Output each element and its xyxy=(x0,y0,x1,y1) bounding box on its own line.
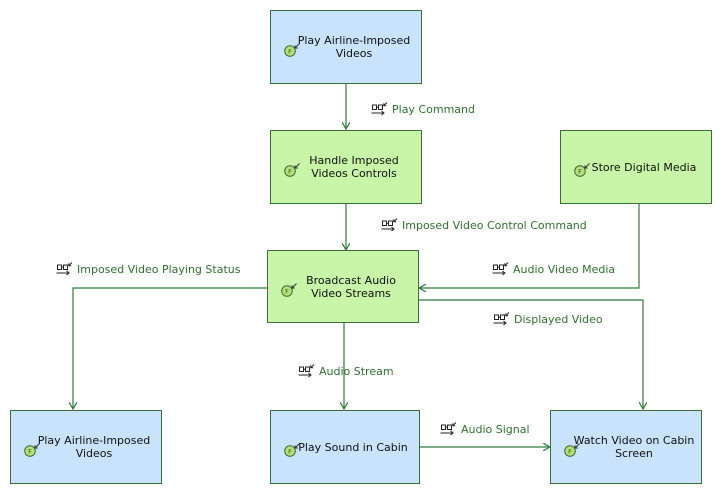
function-icon: F xyxy=(284,443,300,457)
functional-exchange-icon xyxy=(440,421,457,435)
function-icon: F xyxy=(24,443,40,457)
svg-text:F: F xyxy=(568,448,572,456)
exchange-label-displayed-video[interactable]: Displayed Video xyxy=(493,311,603,327)
functional-exchange-icon xyxy=(371,101,388,115)
svg-text:F: F xyxy=(288,448,292,456)
function-node-play-airline-imposed-videos-bottom[interactable]: F Play Airline-Imposed Videos xyxy=(10,410,162,484)
exchange-label-play-command[interactable]: Play Command xyxy=(371,101,475,117)
function-label: Store Digital Media xyxy=(591,160,697,174)
function-node-broadcast-audio-video-streams[interactable]: F Broadcast Audio Video Streams xyxy=(267,250,419,323)
function-node-handle-imposed-videos-controls[interactable]: F Handle Imposed Videos Controls xyxy=(270,130,422,204)
functional-exchange-icon xyxy=(381,217,398,231)
function-node-play-airline-imposed-videos-top[interactable]: F Play Airline-Imposed Videos xyxy=(270,10,422,84)
function-label: Watch Video on Cabin Screen xyxy=(573,434,695,460)
function-label: Play Airline-Imposed Videos xyxy=(297,34,411,60)
function-node-store-digital-media[interactable]: F Store Digital Media xyxy=(560,130,712,204)
edge-imposed-video-playing-status[interactable] xyxy=(73,287,267,409)
svg-text:F: F xyxy=(578,168,582,176)
functional-exchange-icon xyxy=(492,261,509,275)
svg-text:F: F xyxy=(288,168,292,176)
function-icon: F xyxy=(564,443,580,457)
exchange-label-imposed-video-control-command[interactable]: Imposed Video Control Command xyxy=(381,217,587,233)
function-node-watch-video-on-cabin-screen[interactable]: F Watch Video on Cabin Screen xyxy=(550,410,702,484)
edge-displayed-video[interactable] xyxy=(419,299,643,409)
functional-exchange-icon xyxy=(298,363,315,377)
edge-audio-video-media[interactable] xyxy=(419,204,640,288)
exchange-label-audio-video-media[interactable]: Audio Video Media xyxy=(492,261,615,277)
functional-exchange-icon xyxy=(56,261,73,275)
function-label: Broadcast Audio Video Streams xyxy=(306,273,396,300)
function-icon: F xyxy=(284,163,300,177)
function-node-play-sound-in-cabin[interactable]: F Play Sound in Cabin xyxy=(270,410,420,484)
svg-text:F: F xyxy=(288,48,292,56)
function-label: Play Sound in Cabin xyxy=(298,440,408,454)
function-label: Play Airline-Imposed Videos xyxy=(37,434,151,460)
svg-text:F: F xyxy=(285,287,289,295)
svg-text:F: F xyxy=(28,448,32,456)
function-icon: F xyxy=(574,163,590,177)
function-icon: F xyxy=(281,282,297,297)
exchange-label-imposed-video-playing-status[interactable]: Imposed Video Playing Status xyxy=(56,261,240,277)
function-icon: F xyxy=(284,43,300,57)
exchange-label-audio-signal[interactable]: Audio Signal xyxy=(440,421,530,437)
functional-exchange-icon xyxy=(493,311,510,325)
function-label: Handle Imposed Videos Controls xyxy=(309,154,399,180)
exchange-label-audio-stream[interactable]: Audio Stream xyxy=(298,363,394,379)
